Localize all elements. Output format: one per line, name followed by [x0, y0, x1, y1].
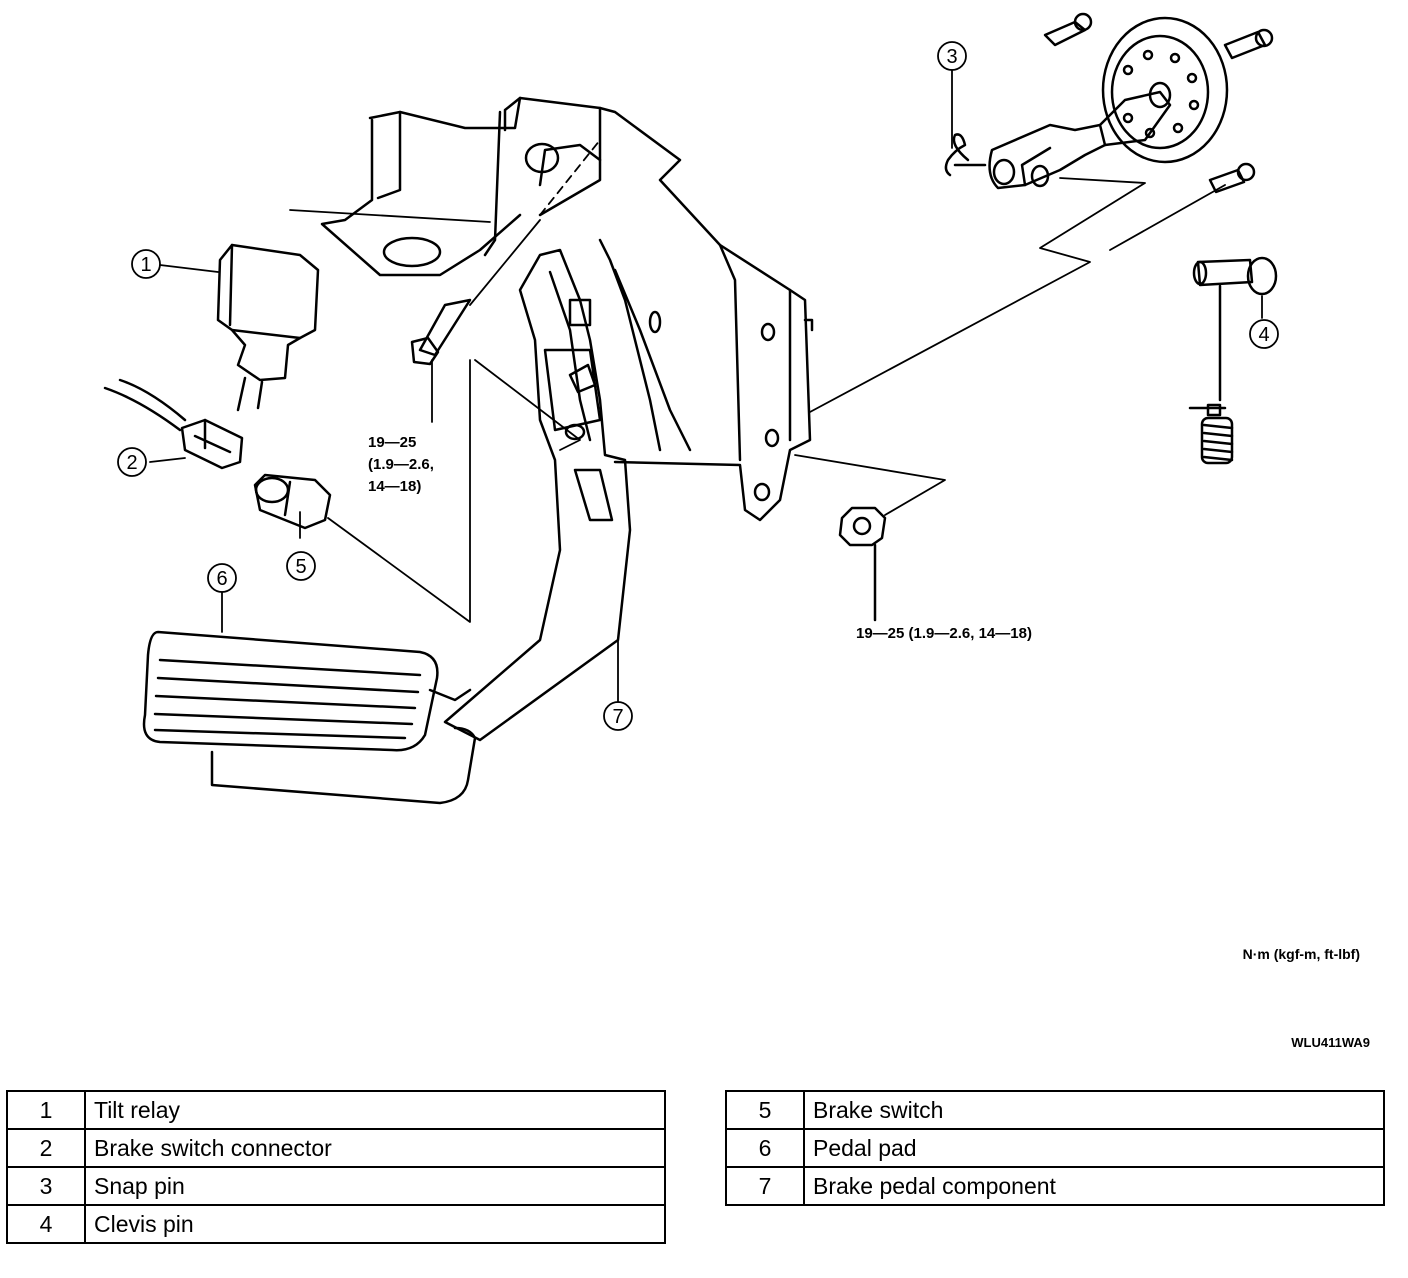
callout-7: 7 [612, 706, 623, 728]
legend-number: 6 [725, 1128, 805, 1168]
pedal-bolt [410, 298, 472, 366]
pedal-bracket [320, 96, 814, 522]
legend-label: Tilt relay [84, 1090, 666, 1130]
legend-row: 3 Snap pin [6, 1166, 666, 1206]
legend-label: Pedal pad [803, 1128, 1385, 1168]
clevis-pin [1192, 256, 1278, 402]
callout-circles [117, 41, 1279, 731]
torque-nut: 19—25 (1.9—2.6, 14—18) [856, 625, 1032, 642]
legend-label: Snap pin [84, 1166, 666, 1206]
callout-3: 3 [946, 46, 957, 68]
torque-bolt-line3: 14—18) [368, 478, 421, 495]
return-spring [1188, 403, 1234, 465]
legend-number: 5 [725, 1090, 805, 1130]
legend-table-right: 5 Brake switch 6 Pedal pad 7 Brake pedal… [725, 1090, 1385, 1206]
legend-number: 4 [6, 1204, 86, 1244]
legend-row: 2 Brake switch connector [6, 1128, 666, 1168]
brake-pedal-arm [443, 238, 692, 742]
snap-pin [944, 133, 987, 177]
pedal-pad [142, 630, 477, 805]
legend-label: Clevis pin [84, 1204, 666, 1244]
callout-4: 4 [1258, 324, 1269, 346]
legend-row: 4 Clevis pin [6, 1204, 666, 1244]
legend-number: 2 [6, 1128, 86, 1168]
leader-lines [149, 69, 1263, 703]
tilt-relay [216, 243, 320, 412]
legend-label: Brake switch connector [84, 1128, 666, 1168]
legend-number: 7 [725, 1166, 805, 1206]
torque-bolt-line1: 19—25 [368, 434, 416, 451]
nut [838, 506, 887, 622]
legend-label: Brake switch [803, 1090, 1385, 1130]
legend-row: 5 Brake switch [725, 1090, 1385, 1130]
callout-1: 1 [140, 254, 151, 276]
callout-6: 6 [216, 568, 227, 590]
figure-code: WLU411WA9 [1291, 1035, 1370, 1050]
brake-switch-connector [103, 378, 244, 470]
legend-label: Brake pedal component [803, 1166, 1385, 1206]
legend-row: 7 Brake pedal component [725, 1166, 1385, 1206]
torque-bolt-line2: (1.9—2.6, [368, 456, 434, 473]
callout-5: 5 [295, 556, 306, 578]
legend-row: 6 Pedal pad [725, 1128, 1385, 1168]
legend-number: 3 [6, 1166, 86, 1206]
legend-row: 1 Tilt relay [6, 1090, 666, 1130]
callout-2: 2 [126, 452, 137, 474]
unit-note: N·m (kgf-m, ft-lbf) [1242, 946, 1360, 962]
legend-table-left: 1 Tilt relay 2 Brake switch connector 3 … [6, 1090, 666, 1244]
legend-number: 1 [6, 1090, 86, 1130]
brake-switch [253, 473, 332, 530]
clevis-booster [988, 12, 1274, 194]
